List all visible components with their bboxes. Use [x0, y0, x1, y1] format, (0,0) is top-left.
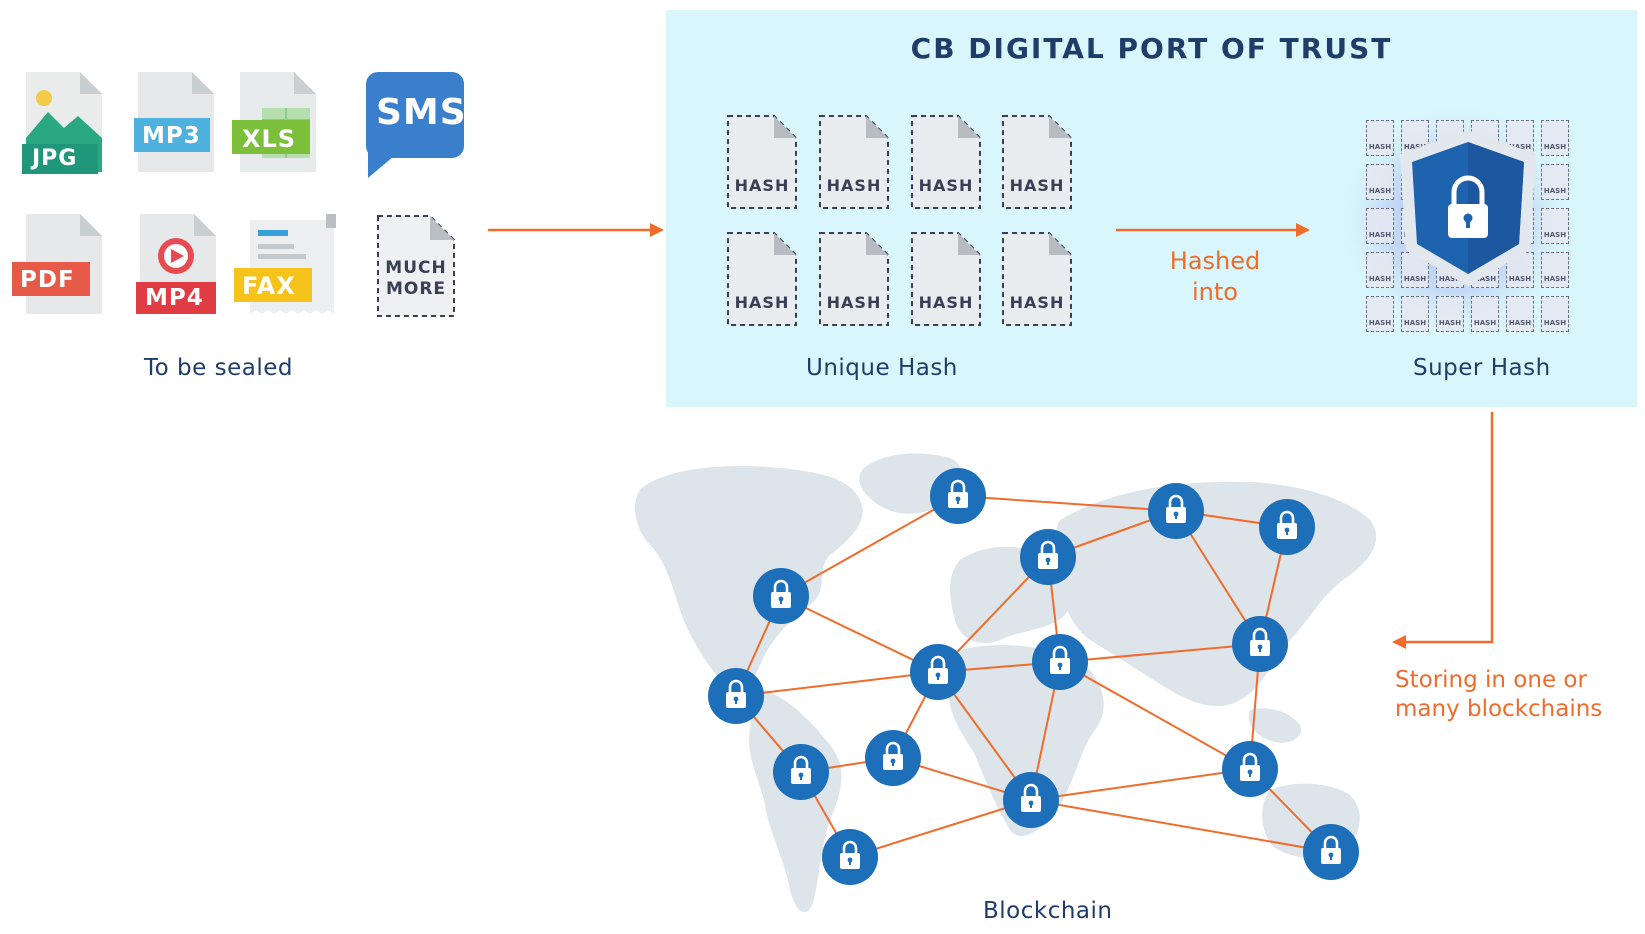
mini-hash-tile: HASH: [1366, 252, 1394, 288]
mp4-label: MP4: [145, 285, 204, 311]
hash-label: HASH: [734, 293, 790, 312]
mini-hash-tile: HASH: [1541, 164, 1569, 200]
storing-line2: many blockchains: [1395, 696, 1603, 722]
network-link: [780, 495, 959, 597]
mp3-file-icon: MP3: [134, 72, 216, 176]
jpg-file-icon: JPG: [22, 72, 104, 176]
hash-document-icon: HASH: [910, 114, 982, 210]
network-link: [780, 595, 939, 673]
mini-hash-tile: HASH: [1401, 296, 1429, 332]
hash-label: HASH: [1009, 176, 1065, 195]
xls-label: XLS: [242, 125, 297, 153]
unique-hash-caption: Unique Hash: [806, 355, 958, 381]
arrow-to-panel: [488, 223, 664, 237]
hash-label: HASH: [826, 176, 882, 195]
pdf-file-icon: PDF: [12, 214, 104, 318]
mini-hash-tile: HASH: [1471, 296, 1499, 332]
blockchain-lock-node: [1303, 824, 1359, 880]
hash-label: HASH: [918, 176, 974, 195]
hash-label: HASH: [734, 176, 790, 195]
blockchain-lock-node: [1020, 529, 1076, 585]
mini-hash-tile: HASH: [1506, 296, 1534, 332]
blockchain-lock-node: [773, 744, 829, 800]
hash-label: HASH: [918, 293, 974, 312]
xls-file-icon: XLS: [232, 72, 324, 176]
blockchain-lock-node: [1259, 499, 1315, 555]
hash-document-icon: HASH: [818, 114, 890, 210]
mp4-file-icon: MP4: [136, 214, 218, 318]
blockchain-lock-node: [708, 668, 764, 724]
blockchain-lock-node: [910, 644, 966, 700]
mp3-label: MP3: [142, 123, 201, 149]
network-link: [1059, 661, 1251, 770]
jpg-label: JPG: [32, 146, 78, 171]
mini-hash-tile: HASH: [1366, 120, 1394, 156]
fax-document-icon: FAX: [234, 214, 342, 318]
panel-title: CB DIGITAL PORT OF TRUST: [910, 32, 1393, 65]
hash-document-icon: HASH: [726, 231, 798, 327]
network-nodes: [708, 468, 1359, 885]
mini-hash-tile: HASH: [1541, 208, 1569, 244]
much-more-file-icon: MUCH MORE: [376, 214, 456, 318]
arrow-hashed-into: [1116, 223, 1310, 237]
hash-document-icon: HASH: [1001, 231, 1073, 327]
fax-label: FAX: [242, 272, 296, 300]
sms-speech-bubble-icon: SMS: [364, 72, 466, 180]
blockchain-caption: Blockchain: [983, 898, 1113, 924]
blockchain-lock-node: [1222, 741, 1278, 797]
to-be-sealed-caption: To be sealed: [144, 355, 293, 381]
mini-hash-tile: HASH: [1541, 120, 1569, 156]
mini-hash-tile: HASH: [1541, 252, 1569, 288]
network-link: [957, 495, 1177, 512]
mini-hash-tile: HASH: [1436, 296, 1464, 332]
pdf-label: PDF: [20, 267, 75, 293]
mini-hash-tile: HASH: [1366, 164, 1394, 200]
mini-hash-tile: HASH: [1366, 208, 1394, 244]
blockchain-lock-node: [1003, 772, 1059, 828]
much-more-line2: MORE: [385, 279, 447, 299]
blockchain-lock-node: [1232, 616, 1288, 672]
network-link: [849, 799, 1032, 858]
much-more-line1: MUCH: [385, 258, 447, 278]
blockchain-lock-node: [822, 829, 878, 885]
mini-hash-tile: HASH: [1541, 296, 1569, 332]
hashed-into-line2: into: [1192, 278, 1238, 306]
hash-label: HASH: [826, 293, 882, 312]
storing-line1: Storing in one or: [1395, 667, 1587, 693]
mini-hash-tile: HASH: [1366, 296, 1394, 332]
blockchain-lock-node: [753, 568, 809, 624]
sms-label: SMS: [376, 92, 467, 133]
super-hash-caption: Super Hash: [1413, 355, 1551, 381]
network-link: [1059, 643, 1261, 663]
hash-label: HASH: [1009, 293, 1065, 312]
hashed-into-line1: Hashed: [1169, 247, 1261, 275]
blockchain-lock-node: [1032, 634, 1088, 690]
network-link: [735, 671, 939, 697]
blockchain-lock-node: [930, 468, 986, 524]
network-link: [1030, 799, 1332, 853]
blockchain-lock-node: [1148, 483, 1204, 539]
network-link: [1030, 768, 1251, 801]
hash-document-icon: HASH: [1001, 114, 1073, 210]
hash-document-icon: HASH: [818, 231, 890, 327]
shield-lock-icon: [1400, 130, 1536, 286]
hash-document-icon: HASH: [910, 231, 982, 327]
arrow-to-blockchain: [1392, 412, 1494, 649]
blockchain-lock-node: [865, 730, 921, 786]
hash-document-icon: HASH: [726, 114, 798, 210]
